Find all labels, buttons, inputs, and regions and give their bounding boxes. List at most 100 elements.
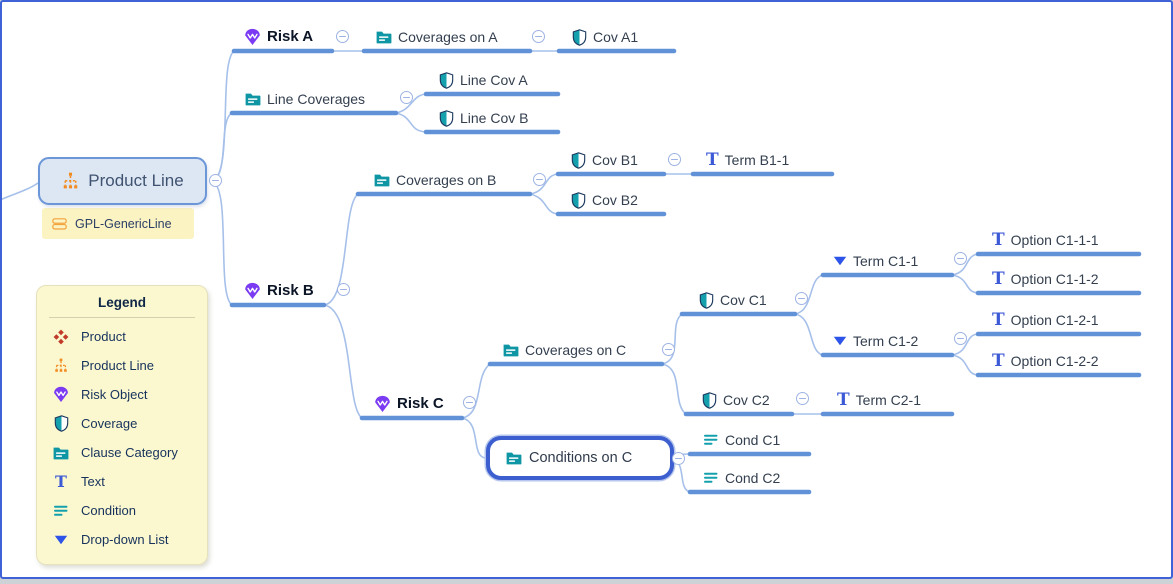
node-label: Coverages on A	[398, 29, 498, 45]
node-risk-b[interactable]: Risk B	[244, 280, 314, 302]
node-line-cov-b[interactable]: Line Cov B	[439, 107, 528, 129]
node-cov-b1[interactable]: Cov B1	[571, 149, 638, 171]
node-label: Cov A1	[593, 29, 639, 45]
text-icon: T	[992, 230, 1005, 250]
collapse-button-coverages-on-c[interactable]	[662, 343, 675, 356]
node-term-c1-2[interactable]: Term C1-2	[833, 330, 918, 352]
node-label: Conditions on C	[529, 450, 633, 466]
collapse-button-term-c1-2[interactable]	[954, 332, 967, 345]
collapse-button-coverages-on-a[interactable]	[532, 30, 545, 43]
node-cov-a1[interactable]: Cov A1	[572, 26, 638, 48]
collapse-button-risk-a[interactable]	[336, 30, 349, 43]
node-option-c1-2-1[interactable]: T Option C1-2-1	[992, 309, 1099, 331]
clause-category-icon	[374, 173, 390, 187]
legend-item-risk-object: Risk Object	[37, 380, 207, 409]
node-label: Coverages on B	[396, 172, 497, 188]
product-line-icon	[61, 172, 80, 191]
risk-object-icon	[52, 386, 70, 403]
branch-underlines	[229, 48, 1142, 495]
node-line-coverages[interactable]: Line Coverages	[245, 88, 365, 110]
node-cov-c1[interactable]: Cov C1	[699, 289, 767, 311]
node-term-b1-1[interactable]: T Term B1-1	[706, 149, 789, 171]
node-term-c1-1[interactable]: Term C1-1	[833, 250, 918, 272]
condition-icon	[703, 434, 719, 446]
node-coverages-on-b[interactable]: Coverages on B	[374, 169, 496, 191]
node-label: Line Coverages	[267, 91, 366, 107]
legend-divider	[49, 317, 195, 318]
legend-item-label: Clause Category	[81, 445, 178, 460]
node-label: Term C1-1	[853, 253, 919, 269]
dropdown-list-icon	[52, 535, 70, 545]
node-label: Product Line	[88, 171, 184, 190]
collapse-button-term-c1-1[interactable]	[954, 252, 967, 265]
tag-label: GPL-GenericLine	[75, 216, 172, 231]
condition-icon	[703, 472, 719, 484]
legend-item-coverage: Coverage	[37, 409, 207, 438]
dropdown-list-icon	[833, 336, 847, 346]
node-option-c1-2-2[interactable]: T Option C1-2-2	[992, 350, 1099, 372]
coverage-icon	[571, 192, 586, 209]
branch-curves	[2, 50, 979, 493]
legend-item-clause-category: Clause Category	[37, 438, 207, 467]
legend-item-label: Product Line	[81, 358, 154, 373]
clause-category-icon	[245, 92, 261, 106]
node-option-c1-1-1[interactable]: T Option C1-1-1	[992, 229, 1099, 251]
node-label: Option C1-1-2	[1010, 271, 1099, 287]
product-line-icon	[52, 358, 70, 374]
clause-category-icon	[506, 451, 522, 465]
product-icon	[52, 329, 70, 345]
collapse-button-conditions-on-c[interactable]	[672, 452, 685, 465]
node-risk-a[interactable]: Risk A	[244, 26, 313, 48]
text-icon: T	[992, 351, 1005, 371]
collapse-button-cov-c2[interactable]	[796, 392, 809, 405]
node-option-c1-1-2[interactable]: T Option C1-1-2	[992, 268, 1099, 290]
clause-category-icon	[52, 446, 70, 460]
coverage-icon	[702, 392, 717, 409]
node-label: Cov B1	[592, 152, 638, 168]
node-term-c2-1[interactable]: T Term C2-1	[837, 389, 921, 411]
collapse-button-coverages-on-b[interactable]	[533, 173, 546, 186]
node-cov-c2[interactable]: Cov C2	[702, 389, 770, 411]
legend-item-label: Product	[81, 329, 126, 344]
node-label: Option C1-2-2	[1010, 353, 1099, 369]
node-cond-c1[interactable]: Cond C1	[703, 429, 780, 451]
node-label: Option C1-1-1	[1010, 232, 1099, 248]
node-label: Risk B	[267, 282, 314, 299]
node-label: Coverages on C	[525, 342, 627, 358]
node-label: Line Cov A	[460, 72, 528, 88]
node-cov-b2[interactable]: Cov B2	[571, 189, 638, 211]
legend-item-dropdown-list: Drop-down List	[37, 525, 207, 554]
node-label: Option C1-2-1	[1010, 312, 1099, 328]
legend-item-condition: Condition	[37, 496, 207, 525]
legend-item-product-line: Product Line	[37, 351, 207, 380]
coverage-icon	[699, 292, 714, 309]
node-label: Term C1-2	[853, 333, 919, 349]
node-risk-c[interactable]: Risk C	[374, 393, 444, 415]
collapse-button-cov-b1[interactable]	[668, 153, 681, 166]
collapse-button-risk-b[interactable]	[337, 283, 350, 296]
node-label: Cond C2	[725, 470, 781, 486]
legend-item-label: Text	[81, 474, 105, 489]
node-conditions-on-c[interactable]: Conditions on C	[486, 436, 674, 480]
node-coverages-on-c[interactable]: Coverages on C	[503, 339, 626, 361]
text-icon: T	[55, 471, 67, 491]
legend-title: Legend	[97, 295, 146, 310]
node-label: Risk C	[397, 395, 444, 412]
collapse-button-product-line[interactable]	[209, 174, 222, 187]
condition-icon	[52, 505, 70, 517]
clause-category-icon	[376, 30, 392, 44]
generic-line-tag[interactable]: GPL-GenericLine	[42, 208, 194, 239]
risk-object-icon	[374, 395, 391, 413]
node-cond-c2[interactable]: Cond C2	[703, 467, 780, 489]
dropdown-list-icon	[833, 256, 847, 266]
node-coverages-on-a[interactable]: Coverages on A	[376, 26, 498, 48]
coverage-icon	[572, 29, 587, 46]
node-product-line[interactable]: Product Line	[38, 157, 207, 205]
risk-object-icon	[244, 282, 261, 300]
collapse-button-cov-c1[interactable]	[795, 292, 808, 305]
collapse-button-line-coverages[interactable]	[400, 91, 413, 104]
node-line-cov-a[interactable]: Line Cov A	[439, 69, 528, 91]
collapse-button-risk-c[interactable]	[463, 396, 476, 409]
